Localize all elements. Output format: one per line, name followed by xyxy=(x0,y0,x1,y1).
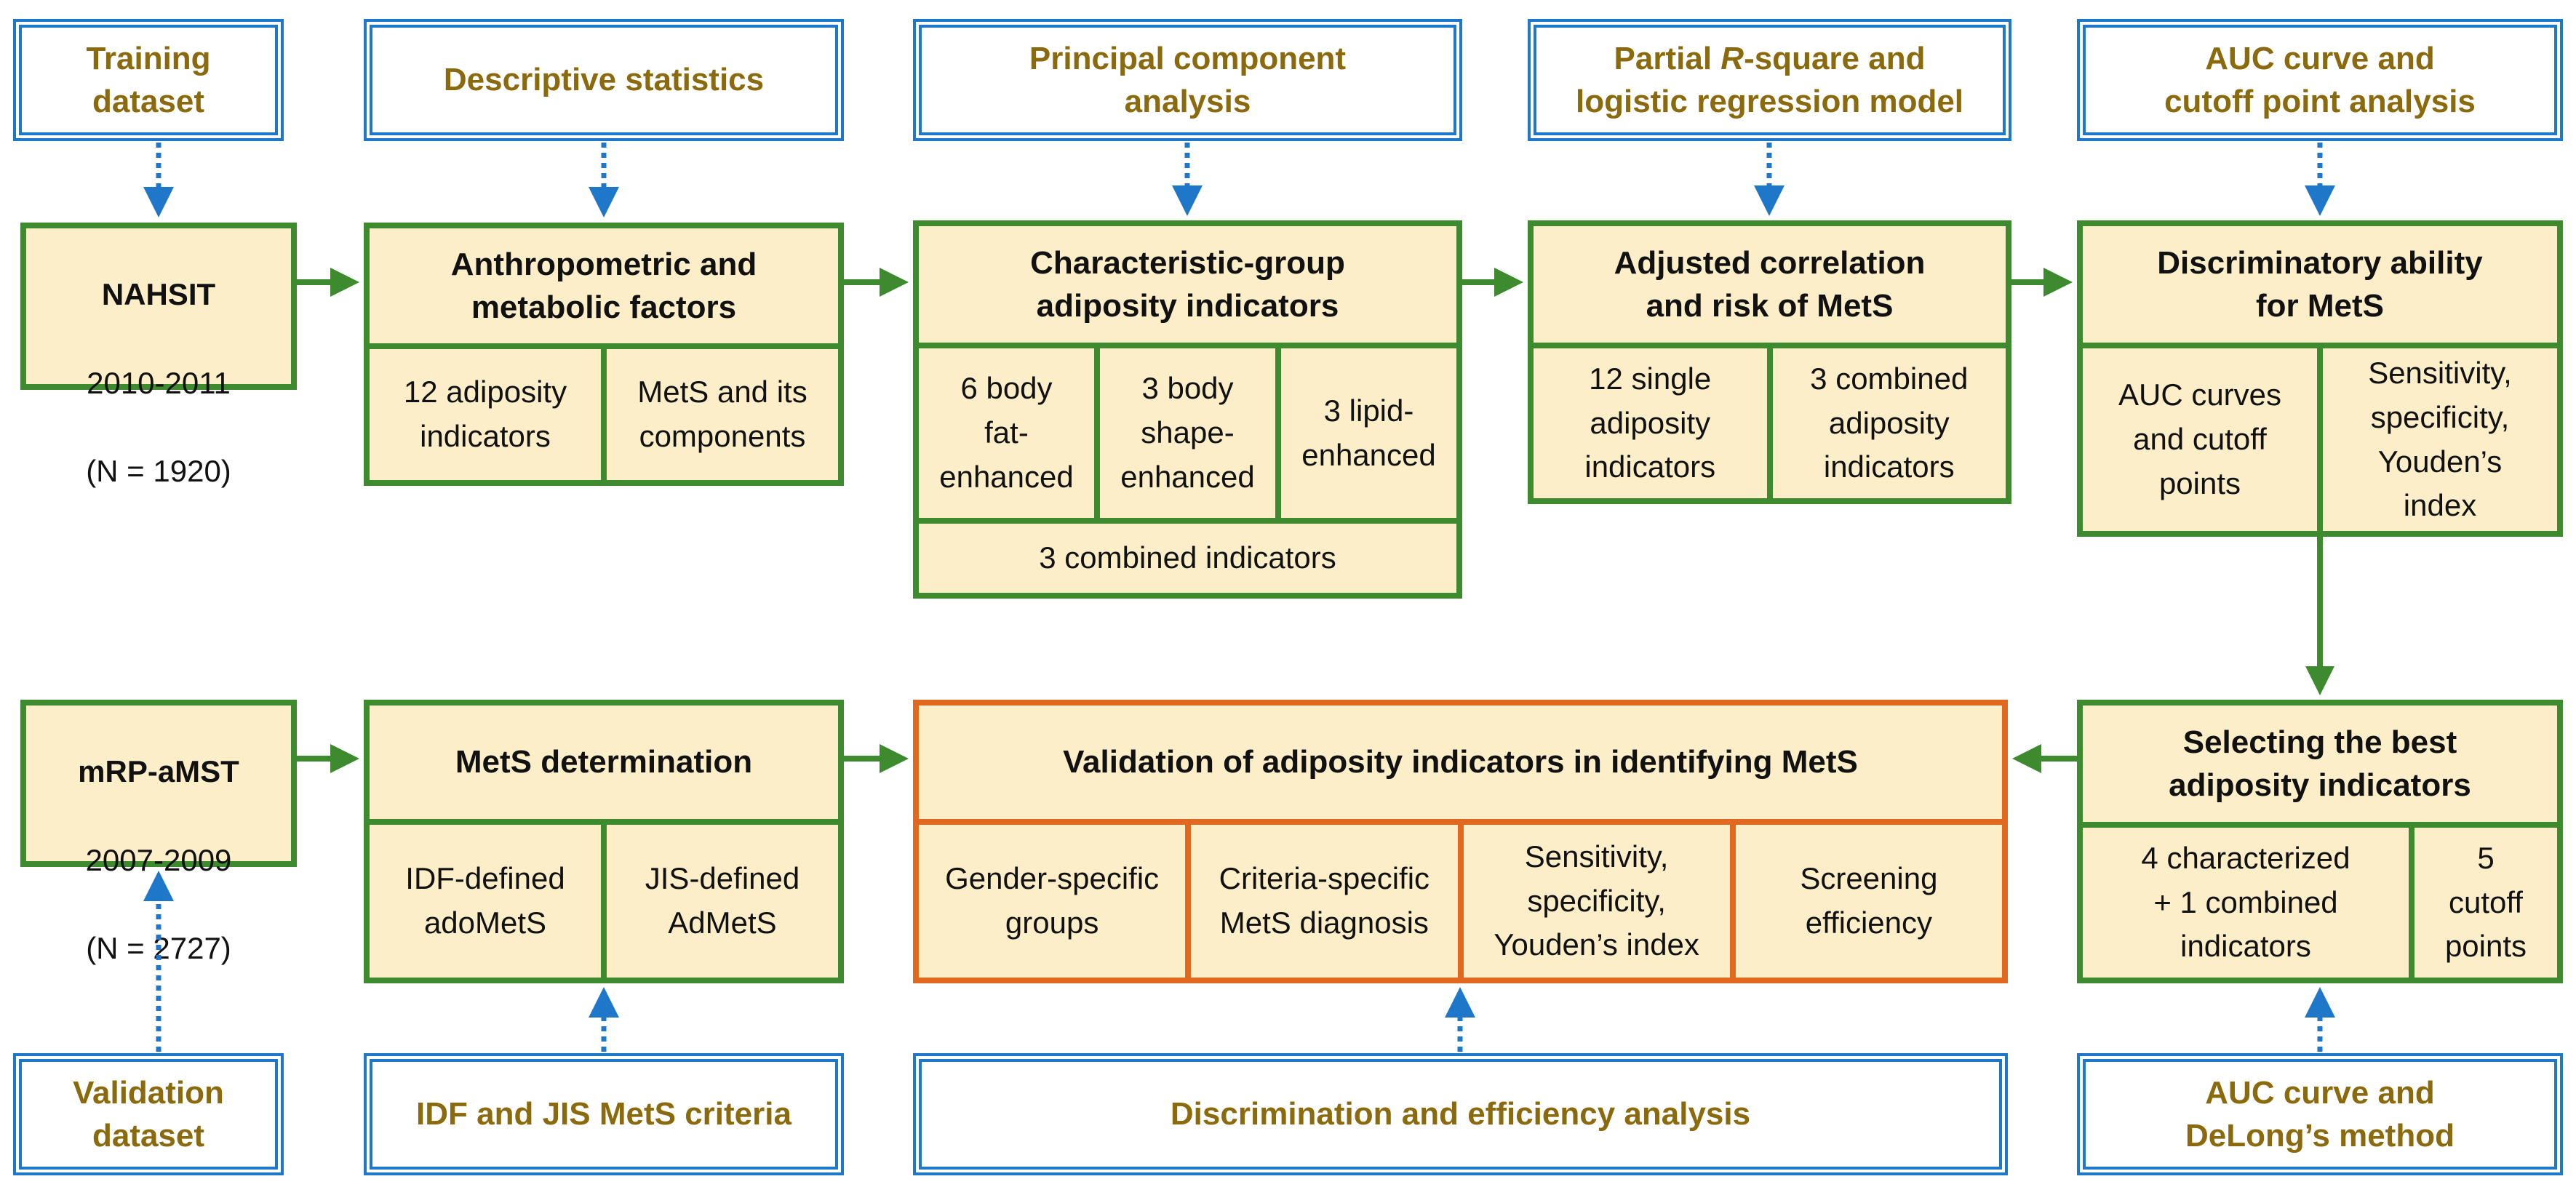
mrp-amst-n: (N = 2727) xyxy=(86,931,231,966)
idf-defined-cell: IDF-defined adoMetS xyxy=(405,861,565,940)
combined-adiposity-cell: 3 combined adiposity indicators xyxy=(1766,348,2006,498)
descriptive-statistics-box: Descriptive statistics xyxy=(364,19,844,141)
nahsit-years: 2010-2011 xyxy=(87,365,231,400)
discriminatory-ability-box: Discriminatory ability for MetS AUC curv… xyxy=(2077,220,2563,537)
adiposity-indicators-cell: 12 adiposity indicators xyxy=(403,375,567,453)
gender-specific-cell: Gender-specific groups xyxy=(945,861,1160,940)
auc-cutoff-label: AUC curve and cutoff point analysis xyxy=(2164,40,2476,119)
training-dataset-label: Training dataset xyxy=(86,40,211,119)
discrimination-efficiency-box: Discrimination and efficiency analysis xyxy=(913,1053,2008,1175)
body-shape-enhanced-cell: 3 body shape- enhanced xyxy=(1094,348,1275,518)
anthropometric-title: Anthropometric and metabolic factors xyxy=(450,246,757,325)
mets-determination-title: MetS determination xyxy=(455,744,753,780)
adjusted-correlation-box: Adjusted correlation and risk of MetS 12… xyxy=(1528,220,2011,504)
nahsit-box: NAHSIT 2010-2011 (N = 1920) xyxy=(20,223,297,488)
validation-dataset-label: Validation dataset xyxy=(73,1074,224,1154)
characterized-combined-cell: 4 characterized + 1 combined indicators xyxy=(2141,840,2350,964)
pca-box: Principal component analysis xyxy=(913,19,1462,141)
mets-determination-box: MetS determination IDF-defined adoMetS J… xyxy=(364,700,844,983)
idf-jis-criteria-box: IDF and JIS MetS criteria xyxy=(364,1053,844,1175)
single-adiposity-cell: 12 single adiposity indicators xyxy=(1584,361,1716,484)
sensitivity-youden-cell: Sensitivity, specificity, Youden’s index xyxy=(1457,825,1730,978)
discriminatory-ability-title: Discriminatory ability for MetS xyxy=(2157,244,2483,324)
selecting-best-title: Selecting the best adiposity indicators xyxy=(2169,724,2471,803)
idf-jis-criteria-label: IDF and JIS MetS criteria xyxy=(416,1096,791,1132)
nahsit-n: (N = 1920) xyxy=(86,454,231,489)
partial-r-square-label: Partial R-square and logistic regression… xyxy=(1575,40,1964,119)
pca-label: Principal component analysis xyxy=(1029,40,1347,119)
selecting-best-box: Selecting the best adiposity indicators … xyxy=(2077,700,2563,983)
characteristic-group-box: Characteristic-group adiposity indicator… xyxy=(913,220,1462,599)
auc-cutoff-box: AUC curve and cutoff point analysis xyxy=(2077,19,2563,141)
descriptive-statistics-label: Descriptive statistics xyxy=(443,62,765,98)
auc-delong-label: AUC curve and DeLong’s method xyxy=(2185,1074,2455,1154)
lipid-enhanced-cell: 3 lipid- enhanced xyxy=(1275,348,1456,518)
partial-r-square-box: Partial R-square and logistic regression… xyxy=(1528,19,2011,141)
characteristic-group-title: Characteristic-group adiposity indicator… xyxy=(1030,244,1345,324)
nahsit-title: NAHSIT xyxy=(101,276,216,311)
auc-delong-box: AUC curve and DeLong’s method xyxy=(2077,1053,2563,1175)
criteria-specific-cell: Criteria-specific MetS diagnosis xyxy=(1185,825,1457,978)
training-dataset-box: Training dataset xyxy=(13,19,284,141)
sensitivity-specificity-cell: Sensitivity, specificity, Youden’s index xyxy=(2317,348,2557,531)
discrimination-efficiency-label: Discrimination and efficiency analysis xyxy=(1170,1096,1751,1132)
validation-dataset-box: Validation dataset xyxy=(13,1053,284,1175)
adjusted-correlation-title: Adjusted correlation and risk of MetS xyxy=(1614,244,1926,324)
anthropometric-box: Anthropometric and metabolic factors 12 … xyxy=(364,223,844,486)
screening-efficiency-cell: Screening efficiency xyxy=(1729,825,2002,978)
mrp-amst-box: mRP-aMST 2007-2009 (N = 2727) xyxy=(20,700,297,965)
auc-curves-cell: AUC curves and cutoff points xyxy=(2118,377,2282,500)
jis-defined-cell: JIS-defined AdMetS xyxy=(601,825,838,978)
validation-title: Validation of adiposity indicators in id… xyxy=(1063,744,1858,780)
body-fat-enhanced-cell: 6 body fat- enhanced xyxy=(939,371,1074,494)
combined-indicators-cell: 3 combined indicators xyxy=(1039,540,1336,575)
mets-components-cell: MetS and its components xyxy=(601,349,838,480)
cutoff-points-cell: 5 cutoff points xyxy=(2409,828,2557,978)
validation-box: Validation of adiposity indicators in id… xyxy=(913,700,2008,983)
mrp-amst-title: mRP-aMST xyxy=(78,754,239,788)
